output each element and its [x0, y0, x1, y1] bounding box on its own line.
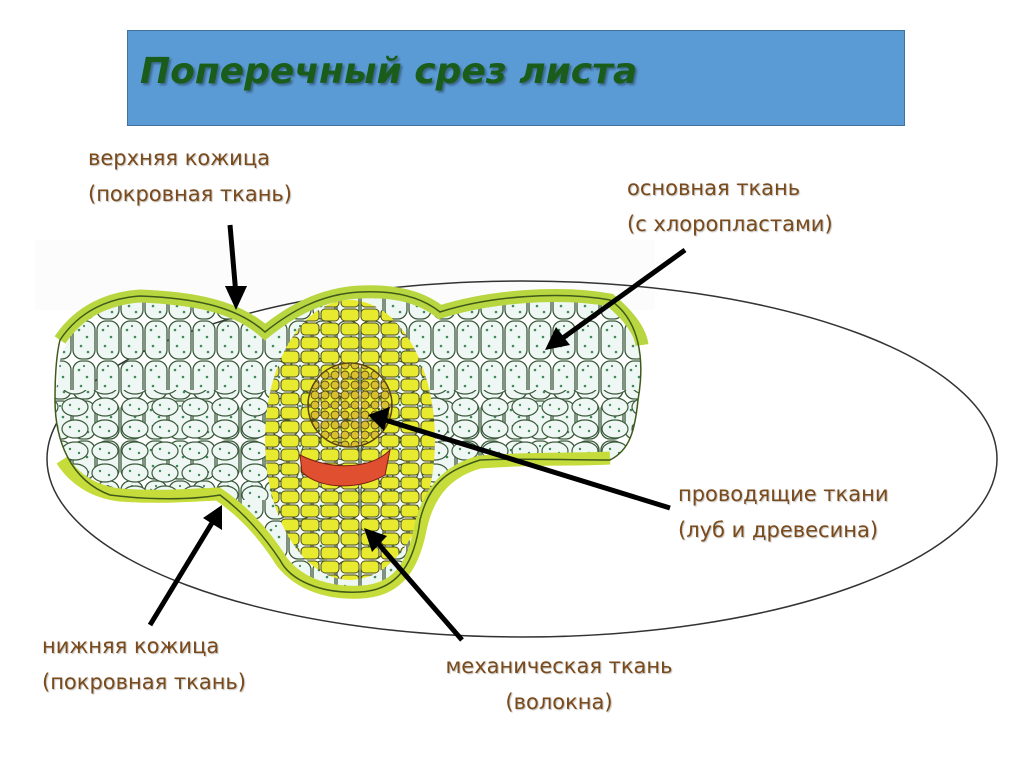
label-vascular-tissue: проводящие ткани (луб и древесина): [678, 476, 888, 548]
arrow-vascular-tissue: [384, 417, 671, 511]
label-vascular-tissue-line1: проводящие ткани: [678, 482, 889, 506]
annotation-arrows: [147, 224, 687, 642]
label-upper-epidermis-line2: (покровная ткань): [88, 182, 293, 206]
label-upper-epidermis-line1: верхняя кожица: [88, 146, 270, 170]
label-lower-epidermis-line2: (покровная ткань): [42, 670, 247, 694]
label-ground-tissue-line2: (с хлоропластами): [627, 212, 833, 236]
arrow-upper-epidermis-head: [225, 286, 247, 310]
label-ground-tissue: основная ткань (с хлоропластами): [627, 170, 833, 242]
label-lower-epidermis-line1: нижняя кожица: [42, 634, 220, 658]
arrow-ground-tissue-head: [545, 327, 570, 350]
label-vascular-tissue-line2: (луб и древесина): [678, 518, 879, 542]
arrow-vascular-tissue-head: [368, 407, 390, 431]
phloem-region: [299, 448, 391, 487]
outline-oval: [46, 280, 998, 638]
title-banner: Поперечный срез листа: [127, 30, 905, 126]
arrow-ground-tissue: [558, 247, 687, 343]
label-mechanical-tissue-line2: (волокна): [505, 690, 613, 714]
arrow-mechanical-tissue: [373, 538, 464, 642]
arrow-lower-epidermis-head: [203, 505, 222, 530]
arrow-mechanical-tissue-head: [364, 528, 387, 552]
label-ground-tissue-line1: основная ткань: [627, 176, 801, 200]
arrow-upper-epidermis: [227, 224, 239, 296]
label-mechanical-tissue: механическая ткань (волокна): [404, 648, 714, 720]
label-mechanical-tissue-line1: механическая ткань: [445, 654, 673, 678]
vascular-bundle: [307, 362, 393, 448]
arrow-lower-epidermis: [147, 516, 218, 627]
page-title: Поперечный срез листа: [140, 51, 638, 92]
label-lower-epidermis: нижняя кожица (покровная ткань): [42, 628, 246, 700]
label-upper-epidermis: верхняя кожица (покровная ткань): [88, 140, 292, 212]
